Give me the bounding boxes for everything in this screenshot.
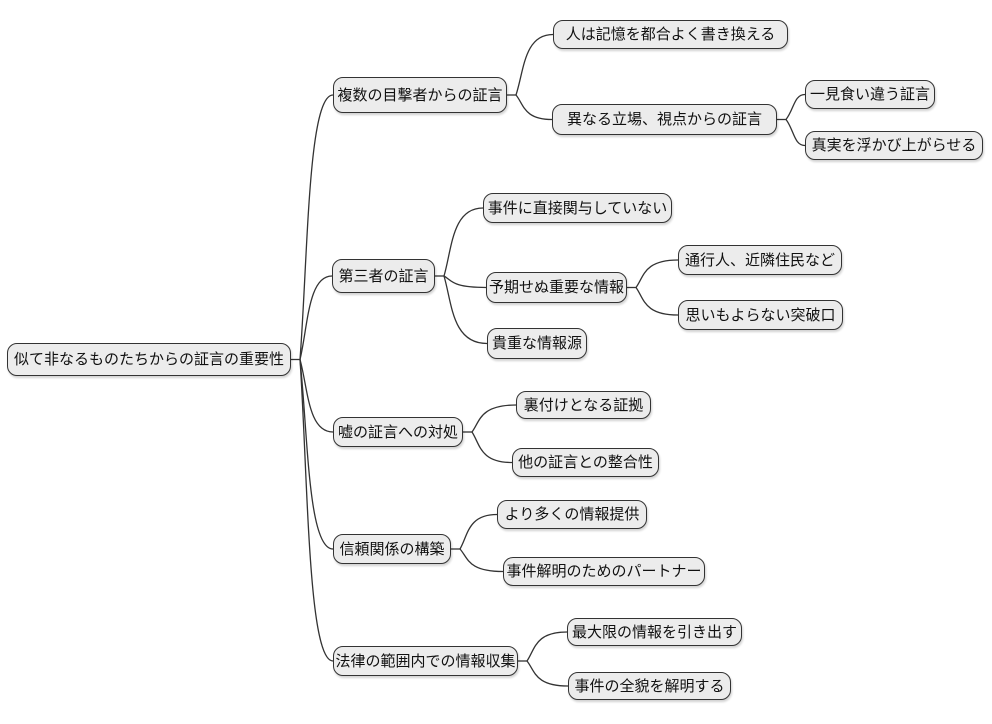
mindmap-edge: [459, 548, 504, 573]
mindmap-edge: [471, 431, 513, 464]
mindmap-edge: [299, 359, 334, 550]
mindmap-node-root: 似て非なるものたちからの証言の重要性: [7, 343, 291, 376]
mindmap-node-b5c2: 事件の全貌を解明する: [568, 672, 731, 700]
mindmap-node-b4: 信頼関係の構築: [333, 534, 451, 564]
mindmap-node-b3: 嘘の証言への対処: [333, 417, 463, 447]
mindmap-node-b1: 複数の目撃者からの証言: [333, 77, 507, 113]
mindmap-edge: [443, 207, 484, 277]
mindmap-node-b2: 第三者の証言: [332, 259, 435, 293]
mindmap-edge: [299, 359, 334, 662]
mindmap-edge: [299, 275, 333, 360]
mindmap-edge: [785, 119, 806, 147]
mindmap-edge: [515, 94, 553, 121]
mindmap-node-b3c1: 裏付けとなる証拠: [516, 391, 651, 419]
mindmap-node-b5c1: 最大限の情報を引き出す: [567, 618, 742, 646]
mindmap-edge: [785, 93, 806, 120]
mindmap-node-b4c2: 事件解明のためのパートナー: [503, 557, 705, 586]
mindmap-edge: [526, 660, 569, 687]
mindmap-node-b1c2: 異なる立場、視点からの証言: [552, 104, 777, 135]
mindmap-edge: [299, 94, 334, 360]
mindmap-node-b2c1: 事件に直接関与していない: [483, 193, 672, 223]
mindmap-node-b4c1: より多くの情報提供: [497, 500, 647, 529]
mindmap-node-b2c2c1: 通行人、近隣住民など: [678, 245, 842, 275]
mindmap-node-b2c2: 予期せぬ重要な情報: [486, 272, 627, 303]
mindmap-node-b1c2c2: 真実を浮かび上がらせる: [805, 131, 983, 160]
mindmap-node-b5: 法律の範囲内での情報収集: [333, 646, 518, 676]
mindmap-node-b1c1: 人は記憶を都合よく書き換える: [553, 20, 788, 49]
mindmap-edge: [443, 275, 488, 345]
mindmap-edge: [443, 275, 487, 289]
mindmap-node-b2c3: 貴重な情報源: [487, 328, 587, 359]
mindmap-node-b1c2c1: 一見食い違う証言: [805, 80, 935, 109]
mindmap-edge: [459, 513, 498, 550]
mindmap-edge: [635, 287, 679, 316]
mindmap-edge: [526, 631, 568, 662]
mindmap-node-b3c2: 他の証言との整合性: [512, 448, 659, 477]
mindmap-edge: [635, 259, 679, 288]
mindmap-edge: [471, 404, 517, 433]
mindmap-node-b2c2c2: 思いもよらない突破口: [678, 300, 843, 330]
mindmap-edge: [299, 359, 334, 433]
mindmap-edge: [515, 33, 554, 96]
